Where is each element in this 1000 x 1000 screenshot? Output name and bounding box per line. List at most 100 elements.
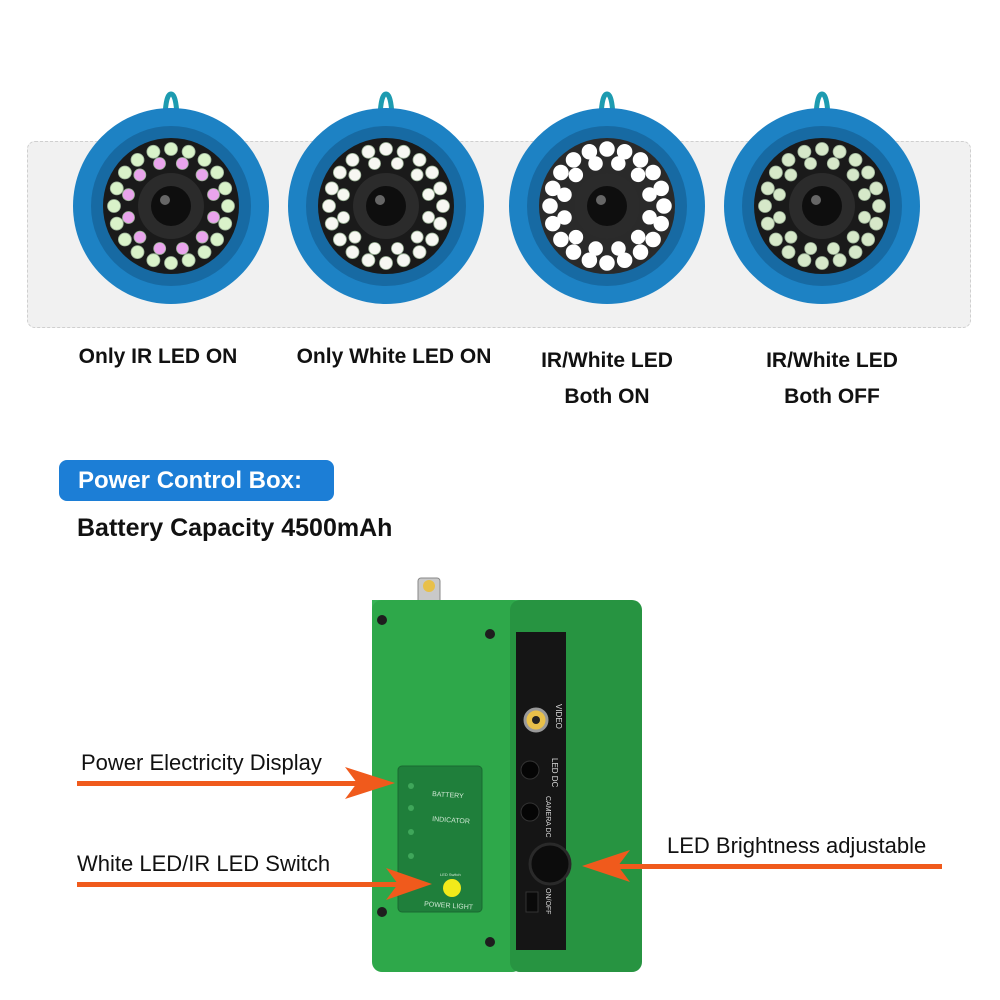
led-dot	[117, 232, 132, 247]
led-dot	[784, 230, 798, 244]
led-dot	[133, 168, 147, 182]
callout-power-display: Power Electricity Display	[81, 750, 322, 775]
led-dot	[361, 144, 376, 159]
led-dot	[195, 168, 209, 182]
led-dot	[872, 199, 886, 213]
label-on-off: ON/OFF	[544, 888, 551, 914]
led-dot	[846, 230, 860, 244]
led-dot	[557, 187, 572, 202]
led-dot	[599, 141, 615, 157]
led-dot	[345, 245, 360, 260]
label-power-light: POWER LIGHT	[424, 901, 474, 911]
label-camera-dc: CAMERA DC	[544, 796, 551, 838]
led-dot	[861, 165, 876, 180]
led-dot	[396, 144, 411, 159]
led-dot	[768, 232, 783, 247]
led-dot	[656, 198, 672, 214]
led-dot	[379, 256, 393, 270]
led-dot	[122, 188, 135, 202]
arrow-brightness	[610, 864, 942, 869]
led-dot	[122, 211, 135, 224]
led-dot	[348, 168, 362, 182]
led-dot	[153, 242, 167, 255]
led-dot	[832, 144, 847, 159]
led-dot	[553, 231, 569, 248]
led-dot	[176, 242, 189, 255]
led-dot	[390, 157, 404, 170]
led-dot	[410, 230, 424, 244]
led-dot	[348, 230, 362, 244]
led-dot	[848, 245, 863, 260]
led-dot	[784, 168, 798, 182]
led-switch-button[interactable]	[443, 879, 461, 897]
led-dot	[410, 168, 424, 182]
camera-both-on-image	[509, 91, 705, 304]
led-dot	[368, 242, 382, 255]
led-dot	[197, 152, 212, 167]
led-dot	[760, 216, 775, 231]
led-dot	[611, 156, 626, 171]
led-dot	[581, 144, 598, 160]
led-dot	[758, 199, 772, 213]
led-dot	[379, 142, 393, 156]
led-dot	[630, 229, 646, 245]
led-dot	[645, 164, 661, 181]
led-dot	[425, 165, 440, 180]
on-off-switch[interactable]	[525, 891, 539, 913]
led-dot	[422, 188, 435, 201]
brightness-knob[interactable]	[528, 842, 572, 886]
led-dot	[632, 152, 649, 168]
hanging-loop-icon	[377, 91, 395, 117]
led-dot	[588, 156, 603, 171]
arrow-power-display	[77, 781, 357, 786]
hanging-loop-icon	[598, 91, 616, 117]
led-dot	[599, 255, 615, 271]
power-control-box-image: BATTERY INDICATOR LED Switch POWER LIGHT…	[372, 577, 642, 972]
caption-both-on: IR/White LED Both ON	[541, 349, 673, 408]
led-dot	[181, 144, 196, 159]
caption-ir-on: Only IR LED ON	[78, 345, 238, 368]
led-dot	[332, 165, 347, 180]
led-dot	[412, 152, 427, 167]
caption-white-on: Only White LED ON	[296, 345, 492, 368]
camera-both-off-image	[724, 91, 920, 304]
led-dot	[153, 157, 166, 170]
led-dot	[422, 210, 435, 224]
led-dot	[826, 157, 840, 170]
led-dot	[324, 181, 339, 196]
led-dot	[221, 199, 235, 213]
led-dot	[425, 232, 440, 247]
arrow-led-switch	[77, 882, 402, 887]
led-dot	[542, 198, 558, 214]
led-dc-port	[520, 760, 540, 780]
led-dot	[107, 199, 121, 213]
camera-ir-on-image	[73, 91, 269, 304]
led-dot	[164, 142, 178, 156]
led-dot	[768, 165, 783, 180]
led-dot	[109, 216, 124, 231]
led-dot	[322, 199, 336, 213]
led-dot	[653, 180, 669, 197]
led-dot	[869, 181, 884, 196]
led-dot	[557, 210, 572, 225]
camera-dc-port	[520, 802, 540, 822]
led-dot	[553, 164, 569, 181]
led-dot	[630, 167, 646, 183]
camera-white-on-image	[288, 91, 484, 304]
led-dot	[130, 245, 145, 260]
led-dot	[815, 256, 829, 270]
led-dot	[815, 142, 829, 156]
callout-led-switch: White LED/IR LED Switch	[77, 851, 331, 876]
caption-both-off: IR/White LED Both OFF	[766, 349, 898, 408]
led-dot	[197, 245, 212, 260]
led-dot	[396, 253, 411, 268]
led-dot	[545, 215, 561, 232]
led-dot	[565, 152, 582, 168]
led-dot	[146, 144, 161, 159]
led-dot	[858, 188, 871, 201]
label-battery: BATTERY	[432, 791, 464, 800]
led-dot	[861, 232, 876, 247]
led-dot	[588, 241, 603, 256]
led-dot	[391, 242, 404, 255]
led-dot	[645, 231, 661, 248]
